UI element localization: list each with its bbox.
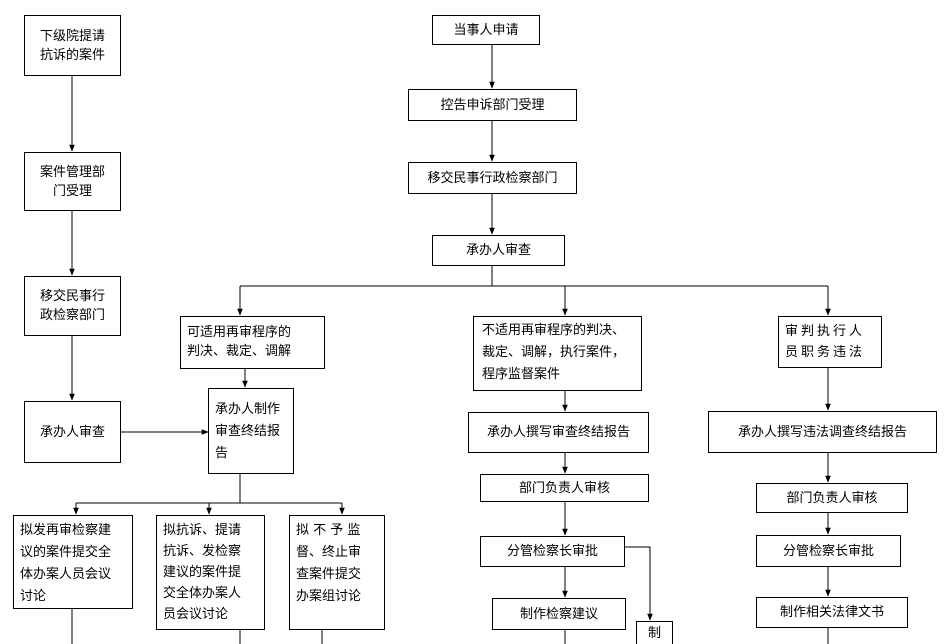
node-dept-head-review-mid: 部门负责人审核: [480, 474, 649, 502]
node-judge-violation: 审判执行人 员职务违法: [778, 316, 882, 368]
node-deputy-approve-right: 分管检察长审批: [756, 535, 901, 567]
node-transfer-top: 移交民事行政检察部门: [408, 162, 577, 194]
node-proposal-protest: 拟抗诉、提请 抗诉、发检察 建议的案件提 交全体办案人 员会议讨论: [156, 515, 265, 630]
node-retrial-applicable: 可适用再审程序的 判决、裁定、调解: [180, 316, 325, 369]
node-handler-write-violation-report: 承办人撰写违法调查终结报告: [708, 411, 937, 453]
node-handler-make-report: 承办人制作 审查终结报 告: [208, 388, 294, 474]
node-make-partial: 制: [636, 621, 673, 644]
node-dept-head-review-right: 部门负责人审核: [756, 483, 908, 513]
node-transfer-left: 移交民事行 政检察部门: [24, 276, 121, 336]
node-handler-review-left: 承办人审查: [24, 401, 121, 463]
node-not-applicable: 不适用再审程序的判决、 裁定、调解，执行案件， 程序监督案件: [473, 316, 642, 391]
node-lower-court: 下级院提请 抗诉的案件: [24, 15, 121, 76]
node-party-apply: 当事人申请: [432, 15, 540, 45]
node-make-proposal: 制作检察建议: [492, 598, 626, 630]
node-handler-write-report: 承办人撰写审查终结报告: [468, 412, 649, 453]
node-proposal-retrial: 拟发再审检察建 议的案件提交全 体办案人员会议 讨论: [13, 515, 133, 609]
node-deputy-approve-mid: 分管检察长审批: [480, 536, 625, 567]
node-case-mgmt: 案件管理部 门受理: [24, 152, 121, 211]
node-handler-review: 承办人审查: [432, 235, 565, 266]
node-proposal-no-supervision: 拟 不 予 监 督、终止审 查案件提交 办案组讨论: [289, 515, 385, 630]
arrow-deputy-to-partial: [625, 546, 653, 621]
node-complaint-dept: 控告申诉部门受理: [408, 89, 577, 121]
node-make-legal-docs: 制作相关法律文书: [756, 597, 908, 628]
